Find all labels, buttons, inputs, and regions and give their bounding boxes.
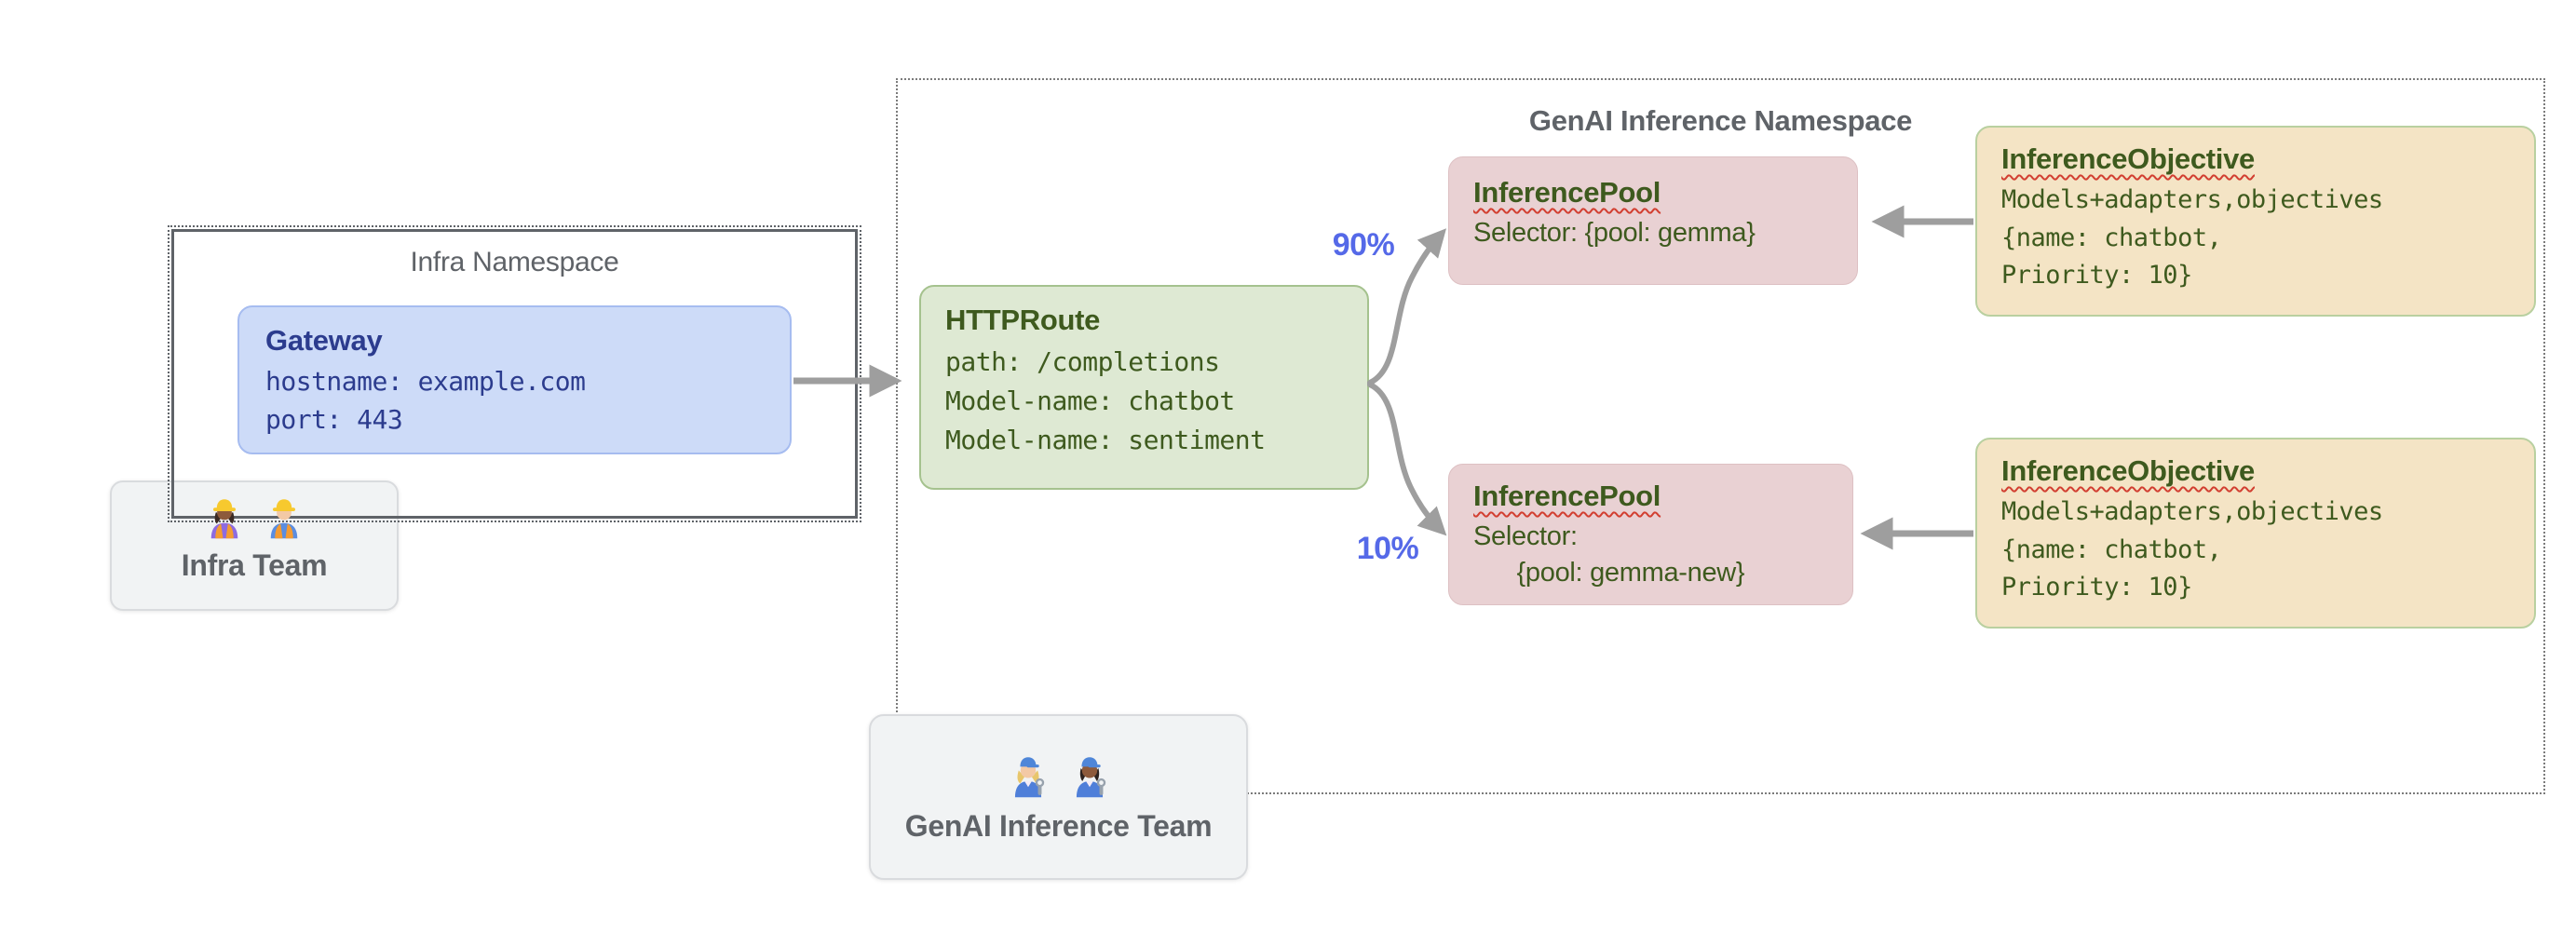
objective-name-line: {name: chatbot, xyxy=(2001,223,2222,252)
infra-team-label: Infra Team xyxy=(181,548,328,582)
gateway-title: Gateway xyxy=(265,324,383,357)
genai-inference-team-card: GenAI Inference Team xyxy=(869,714,1248,880)
gateway-port: port: 443 xyxy=(265,403,403,435)
inference-objective-bottom-box: InferenceObjective Models+adapters,objec… xyxy=(1975,438,2536,629)
inference-objective-top-box: InferenceObjective Models+adapters,objec… xyxy=(1975,126,2536,317)
httproute-path: path: /completions xyxy=(945,346,1220,378)
inference-pool-selector: Selector: xyxy=(1473,521,1578,552)
inference-pool-selector: Selector: {pool: gemma} xyxy=(1473,218,1756,249)
inference-objective-title: InferenceObjective xyxy=(2001,454,2255,487)
genai-team-label: GenAI Inference Team xyxy=(904,809,1213,843)
construction-worker-woman-icon xyxy=(202,494,247,545)
objective-name-line: {name: chatbot, xyxy=(2001,534,2222,564)
gateway-hostname: hostname: example.com xyxy=(265,366,586,398)
infra-team-card xyxy=(110,480,399,611)
infra-namespace-title: Infra Namespace xyxy=(410,247,619,277)
objective-priority-line: Priority: 10} xyxy=(2001,573,2192,602)
httproute-title: HTTPRoute xyxy=(945,304,1101,336)
construction-worker-man-icon xyxy=(262,494,306,545)
traffic-split-90-label: 90% xyxy=(1332,227,1395,263)
mechanic-woman-icon xyxy=(1005,750,1051,804)
traffic-split-10-label: 10% xyxy=(1356,531,1419,566)
genai-namespace-box: GenAI Inference Namespace xyxy=(896,78,2545,794)
mechanic-man-icon xyxy=(1066,750,1113,804)
genai-team-icons xyxy=(1005,750,1113,804)
objective-models-line: Models+adapters,objectives xyxy=(2001,497,2383,527)
inference-pool-selector-value: {pool: gemma-new} xyxy=(1473,558,1745,588)
objective-models-line: Models+adapters,objectives xyxy=(2001,185,2383,215)
infra-namespace-box: Infra Namespace xyxy=(168,225,861,522)
inference-pool-title: InferencePool xyxy=(1473,480,1661,512)
genai-namespace-title: GenAI Inference Namespace xyxy=(1528,104,1913,137)
objective-priority-line: Priority: 10} xyxy=(2001,261,2192,291)
httproute-box: HTTPRoute path: /completions Model-name:… xyxy=(919,285,1369,490)
httproute-model-2: Model-name: sentiment xyxy=(945,425,1266,456)
inference-objective-title: InferenceObjective xyxy=(2001,142,2255,175)
inference-pool-title: InferencePool xyxy=(1473,176,1661,209)
httproute-model-1: Model-name: chatbot xyxy=(945,385,1235,417)
infra-team-content: Infra Team xyxy=(110,494,399,583)
infra-team-icons xyxy=(202,494,306,545)
inference-pool-gemma-box: InferencePool Selector: {pool: gemma} xyxy=(1448,156,1858,285)
gateway-box: Gateway hostname: example.com port: 443 xyxy=(237,305,792,454)
inference-pool-gemma-new-box: InferencePool Selector: {pool: gemma-new… xyxy=(1448,464,1853,605)
